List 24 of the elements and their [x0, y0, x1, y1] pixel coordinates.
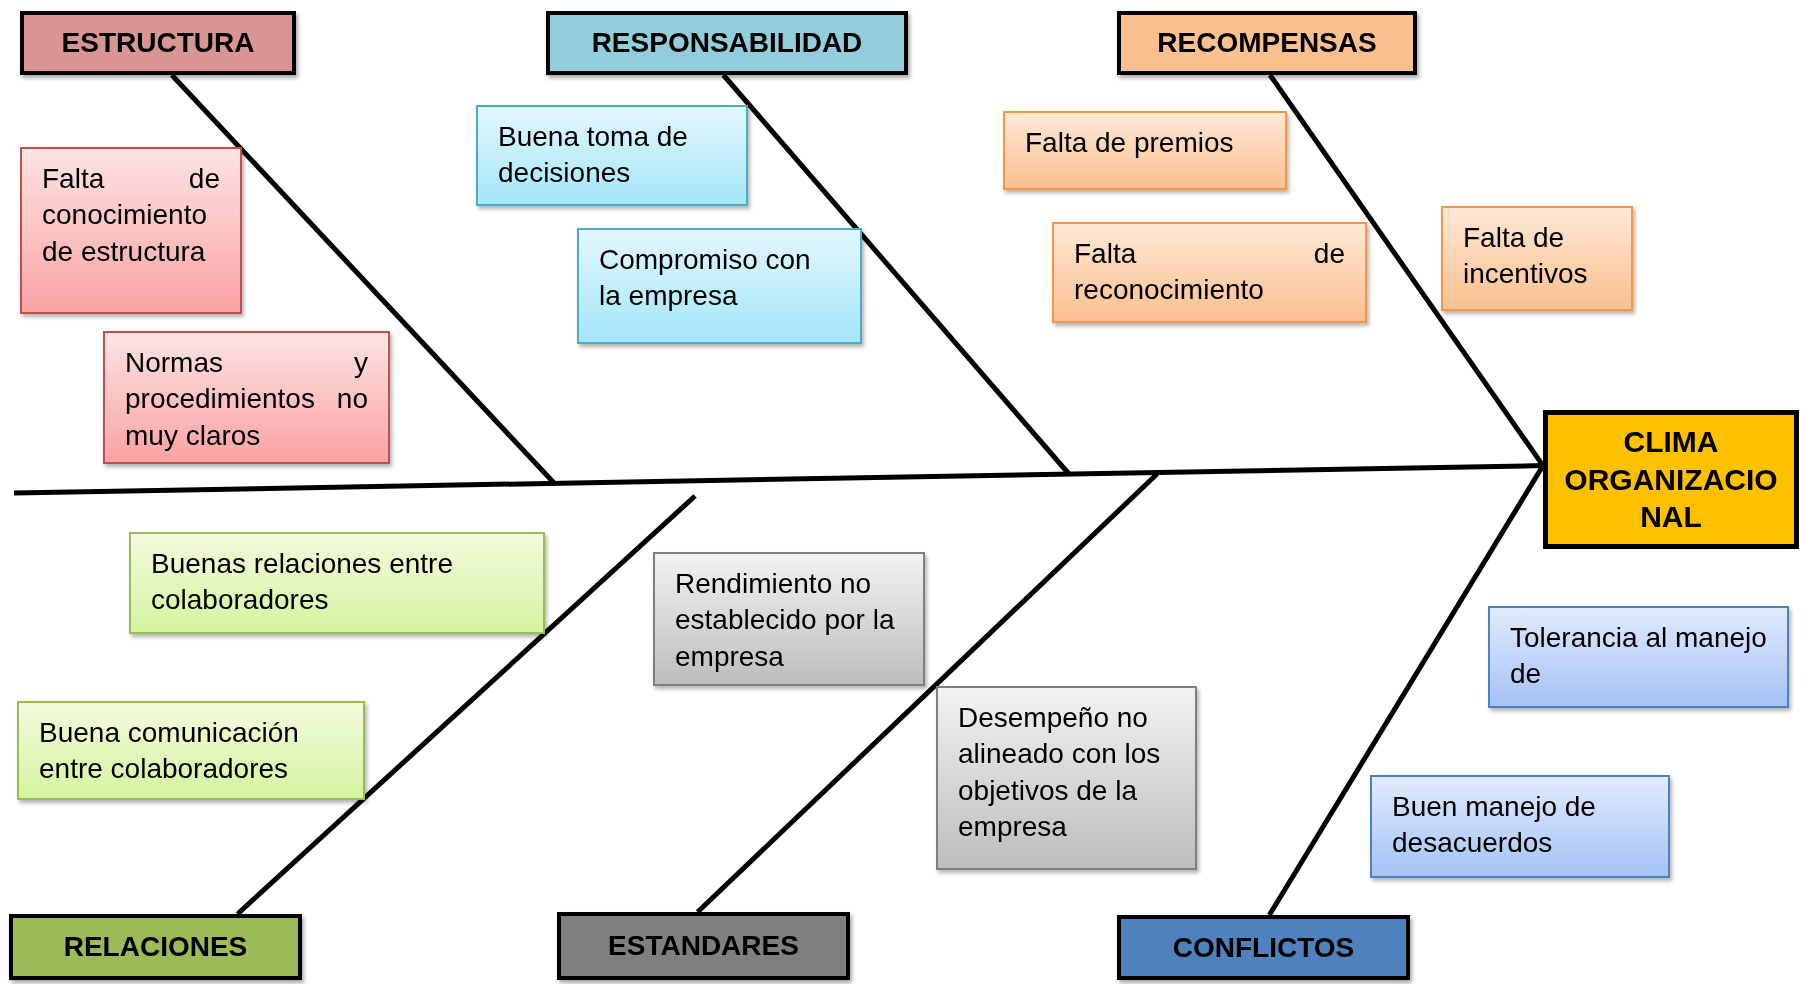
- cause-box: Falta de conocimiento de estructura: [20, 147, 242, 314]
- cause-box: Rendimiento no establecido por la empresa: [653, 552, 925, 686]
- category-box: RELACIONES: [9, 914, 302, 980]
- bone-line: [695, 472, 1159, 914]
- category-box: ESTRUCTURA: [20, 11, 296, 75]
- cause-box: Normas y procedimientos no muy claros: [103, 331, 390, 464]
- category-box: RESPONSABILIDAD: [546, 11, 908, 75]
- category-box: ESTANDARES: [557, 912, 850, 980]
- bone-line: [169, 73, 557, 486]
- bone-line: [721, 73, 1071, 476]
- cause-box: Buena comunicación entre colaboradores: [17, 701, 365, 800]
- effect-box: CLIMA ORGANIZACIONAL: [1543, 410, 1799, 549]
- cause-box: Falta de incentivos: [1441, 206, 1633, 311]
- cause-box: Buenas relaciones entre colaboradores: [129, 532, 545, 634]
- bone-line: [235, 494, 697, 916]
- cause-box: Falta de premios: [1003, 111, 1287, 190]
- cause-box: Buen manejo de desacuerdos: [1370, 775, 1670, 878]
- category-box: RECOMPENSAS: [1117, 11, 1417, 75]
- cause-box: Desempeño no alineado con los objetivos de la empresa: [936, 686, 1197, 870]
- cause-box: Tolerancia al manejo de: [1488, 606, 1789, 708]
- category-box: CONFLICTOS: [1117, 915, 1410, 980]
- cause-box: Buena toma de decisiones: [476, 105, 748, 206]
- cause-box: Falta de reconocimiento: [1052, 222, 1367, 323]
- cause-box: Compromiso con la empresa: [577, 228, 862, 344]
